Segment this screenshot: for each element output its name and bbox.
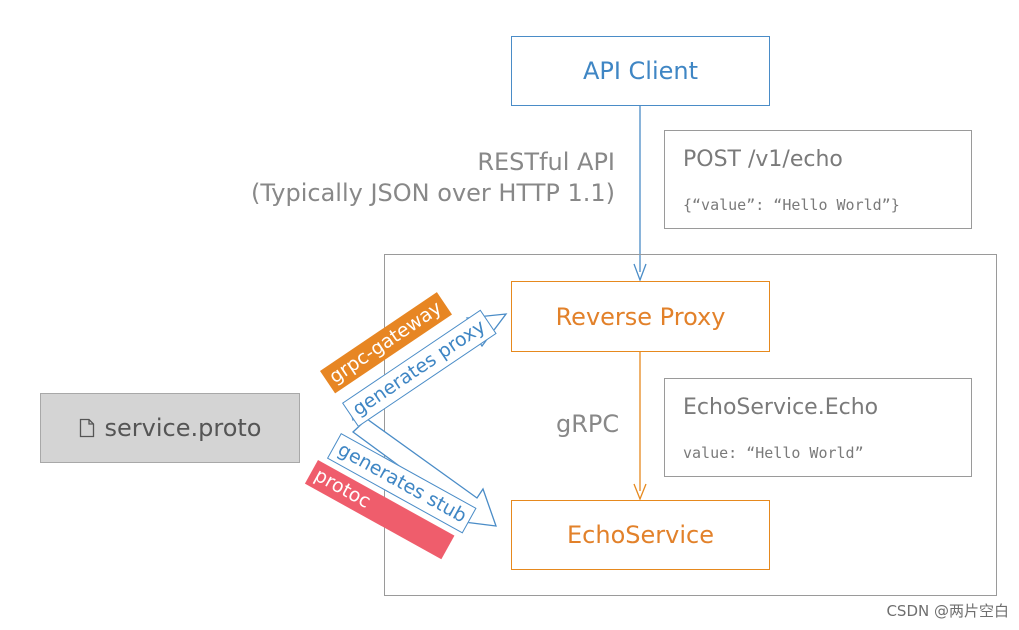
restful-api-line-2: (Typically JSON over HTTP 1.1) [251,179,615,207]
request-example-box: POST /v1/echo {“value”: “Hello World”} [664,130,972,229]
grpc-connector-arrowhead [633,483,647,501]
rpc-example-title: EchoService.Echo [683,395,879,420]
request-example-body: {“value”: “Hello World”} [683,196,900,214]
gateway-container [384,254,997,596]
reverse-proxy-node: Reverse Proxy [511,281,770,352]
watermark: CSDN @两片空白 [886,602,1009,620]
service-proto-node: service.proto [40,393,300,463]
restful-api-line-1: RESTful API [477,148,615,176]
service-proto-label: service.proto [104,414,262,442]
echo-service-node: EchoService [511,500,770,570]
api-client-node: API Client [511,36,770,106]
rpc-example-box: EchoService.Echo value: “Hello World” [664,378,972,477]
rest-connector-arrowhead [633,263,647,282]
rpc-example-body: value: “Hello World” [683,444,864,462]
file-icon [79,418,94,438]
request-example-title: POST /v1/echo [683,147,843,172]
restful-api-label: RESTful API (Typically JSON over HTTP 1.… [251,147,615,209]
grpc-label: gRPC [556,410,620,438]
